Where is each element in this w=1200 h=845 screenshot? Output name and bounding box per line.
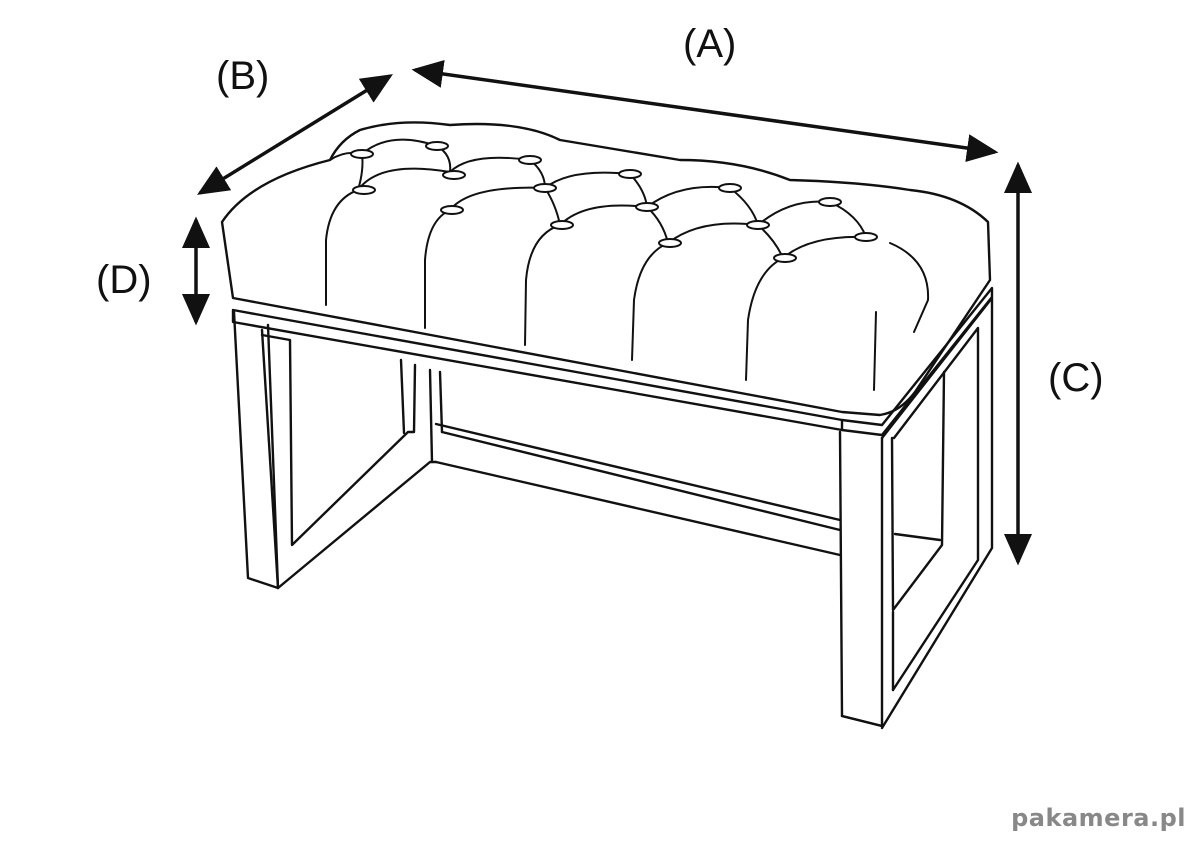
tuft-button [854,232,878,242]
tuft-button [618,169,642,179]
tuft-button [518,155,542,165]
dimension-label-d: (D) [96,258,152,302]
tuft-button [818,197,842,207]
dimension-label-c: (C) [1048,356,1104,400]
dimension-label-b: (B) [216,54,270,98]
tuft-button [440,205,464,215]
tuft-button [718,183,742,193]
tuft-button [658,238,682,248]
tuft-button [442,170,466,180]
watermark-logo: pakamera.pl [1011,804,1186,832]
tuft-button [635,202,659,212]
tuft-button [425,141,449,151]
tuft-button [352,185,376,195]
tuft-button [746,220,770,230]
bench-frame [231,286,994,730]
tuft-button [773,253,797,263]
bench-seat [220,121,992,417]
tuft-button [533,183,557,193]
tuft-button [550,220,574,230]
dimension-arrow-a [411,60,999,162]
dimension-label-a: (A) [683,22,737,66]
tuft-button [350,149,374,159]
dimension-arrow-b [197,74,393,195]
